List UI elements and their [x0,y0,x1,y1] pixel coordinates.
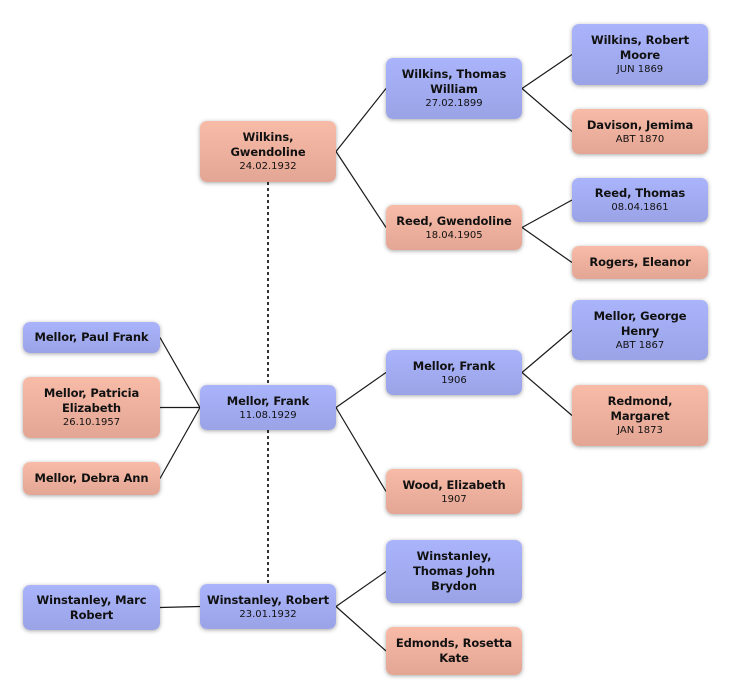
person-card[interactable]: Reed, Gwendoline 18.04.1905 [386,205,522,250]
person-date: 1906 [441,374,467,386]
person-date: ABT 1870 [615,133,665,145]
person-name: Rogers, Eleanor [589,255,691,269]
person-name: Wilkins, Gwendoline [230,130,306,159]
person-card[interactable]: Rogers, Eleanor [572,246,708,279]
person-name: Mellor, Patricia Elizabeth [43,386,140,415]
parent-link [521,199,573,229]
person-name: Winstanley, Marc Robert [36,592,147,622]
person-card[interactable]: Mellor, Patricia Elizabeth 26.10.1957 [23,377,160,438]
person-name: Davison, Jemima [586,117,694,132]
parent-link [335,571,387,607]
parent-link [335,606,387,652]
person-name: Winstanley, Thomas John Brydon [413,549,495,593]
person-name: Reed, Gwendoline [396,213,512,228]
person-name: Mellor, Frank [412,358,496,373]
parent-link [335,372,387,408]
parent-link [335,151,387,228]
person-card[interactable]: Wilkins, Robert Moore JUN 1869 [572,24,708,85]
person-card[interactable]: Mellor, Paul Frank [23,322,160,353]
person-card[interactable]: Winstanley, Thomas John Brydon [386,540,522,603]
person-card[interactable]: Redmond, Margaret JAN 1873 [572,385,708,446]
person-name: Winstanley, Robert [207,592,329,607]
person-date: JAN 1873 [617,425,663,436]
person-name: Mellor, Frank [226,393,310,408]
person-name: Redmond, Margaret [607,394,673,423]
person-card[interactable]: Mellor, George Henry ABT 1867 [572,300,708,360]
parent-link [521,372,573,416]
person-card[interactable]: Winstanley, Robert 23.01.1932 [200,584,336,629]
person-date: 18.04.1905 [425,229,483,241]
person-date: 26.10.1957 [62,417,121,428]
parent-link [521,329,573,373]
person-card[interactable]: Wood, Elizabeth 1907 [386,469,522,514]
person-name: Mellor, Debra Ann [34,471,149,485]
person-name: Edmonds, Rosetta Kate [395,636,513,665]
person-card[interactable]: Wilkins, Gwendoline 24.02.1932 [200,121,336,182]
parent-link [521,54,573,89]
parent-link [335,88,387,152]
person-date: 27.02.1899 [425,98,483,109]
person-card[interactable]: Reed, Thomas 08.04.1861 [572,178,708,222]
person-name: Mellor, Paul Frank [34,330,149,344]
parent-link [335,407,387,492]
person-date: 11.08.1929 [239,409,297,421]
person-name: Mellor, George Henry [593,308,687,338]
person-date: 1907 [441,493,467,505]
parent-link [159,337,201,408]
person-card-selected[interactable]: Mellor, Frank 11.08.1929 [200,385,336,430]
person-card[interactable]: Edmonds, Rosetta Kate [386,627,522,675]
person-card[interactable]: Mellor, Debra Ann [23,462,160,495]
parent-link [159,407,201,479]
person-date: 08.04.1861 [611,202,669,213]
person-card[interactable]: Wilkins, Thomas William 27.02.1899 [386,58,522,119]
person-date: JUN 1869 [616,64,664,75]
person-card[interactable]: Davison, Jemima ABT 1870 [572,109,708,154]
parent-link [521,227,573,263]
person-name: Wood, Elizabeth [402,477,506,492]
parent-link [521,88,573,132]
person-name: Wilkins, Robert Moore [590,33,690,62]
person-name: Reed, Thomas [594,186,686,200]
person-date: ABT 1867 [615,339,665,351]
person-date: 23.01.1932 [239,608,297,620]
person-date: 24.02.1932 [239,161,297,172]
person-card[interactable]: Mellor, Frank 1906 [386,350,522,395]
parent-link [159,605,201,609]
person-card[interactable]: Winstanley, Marc Robert [23,585,160,630]
person-name: Wilkins, Thomas William [401,67,507,96]
